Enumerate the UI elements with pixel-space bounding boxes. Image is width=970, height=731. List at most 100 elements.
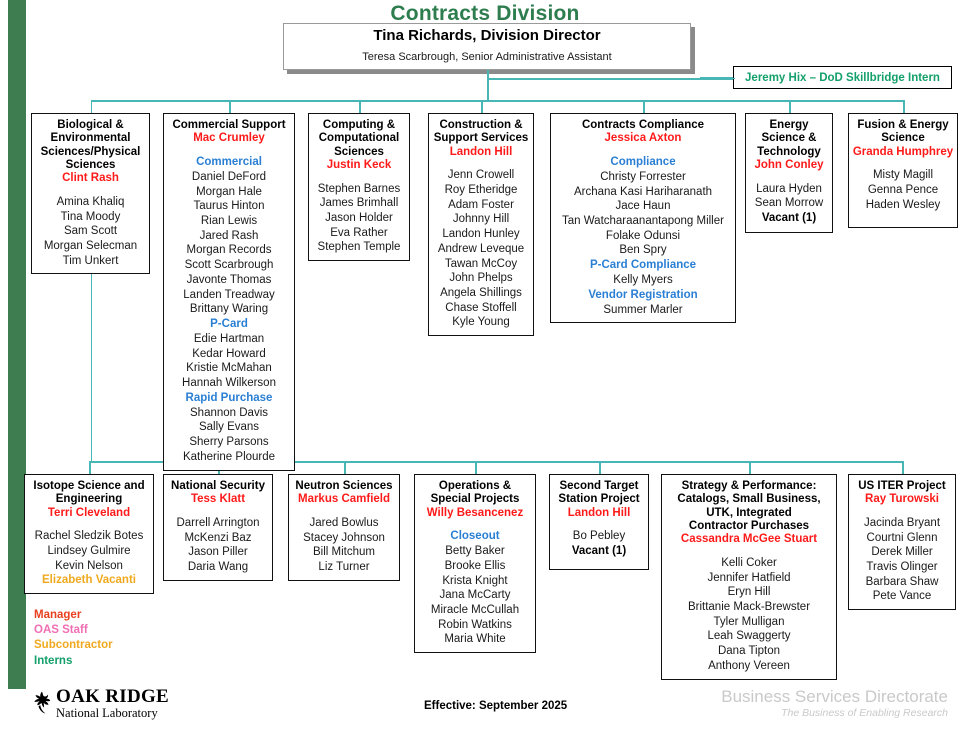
org-unit-person: Tyler Mulligan (713, 615, 785, 628)
org-unit-person: Morgan Hale (196, 185, 262, 198)
org-unit-title: National Security (171, 480, 265, 492)
legend-interns: Interns (34, 654, 73, 667)
org-unit-person: Folake Odunsi (605, 229, 681, 242)
org-unit-person: Courtni Glenn (866, 531, 938, 544)
effective-date: Effective: September 2025 (424, 700, 568, 712)
connector-row1-drop (359, 100, 361, 113)
org-unit-person: Jenn Crowell (447, 169, 515, 182)
org-unit-person: Sally Evans (198, 421, 260, 434)
org-unit-person: James Brimhall (319, 197, 399, 210)
org-unit-person: Kevin Nelson (55, 559, 123, 572)
connector-row1-drop (229, 100, 231, 113)
org-unit-subgroup-heading: P-Card Compliance (589, 259, 697, 272)
org-unit-person: Sean Morrow (754, 197, 824, 210)
org-unit-person: Chase Stoffell (445, 301, 517, 314)
org-unit-person: Summer Marler (603, 303, 683, 316)
director-box: Tina Richards, Division Director Teresa … (283, 23, 691, 70)
org-unit-person: Barbara Shaw (865, 575, 939, 588)
connector-intern-lead (700, 77, 733, 79)
org-unit-box: Strategy & Performance:Catalogs, Small B… (661, 474, 837, 680)
legend-manager: Manager (34, 609, 82, 621)
org-unit-person: Kedar Howard (192, 347, 266, 360)
org-unit-person: Bo Pebley (572, 530, 626, 543)
connector-row2-drop (749, 461, 751, 474)
org-unit-subgroup-heading: Rapid Purchase (185, 391, 273, 404)
connector-row2-drop (475, 461, 477, 474)
connector-director-stem (487, 70, 489, 101)
org-unit-subgroup-heading: Commercial (196, 155, 262, 168)
org-unit-person: Brooke Ellis (444, 559, 506, 572)
org-unit-person: Roy Etheridge (444, 183, 518, 196)
org-unit-person: Adam Foster (448, 198, 514, 211)
org-unit-title: Commercial Support (172, 119, 286, 131)
left-green-accent-bar (8, 0, 26, 689)
org-unit-person: Genna Pence (867, 183, 939, 196)
ornl-logo: OAK RIDGE National Laboratory (30, 687, 169, 720)
connector-row2-drop (344, 461, 346, 474)
org-unit-subgroup-heading: Closeout (450, 530, 500, 543)
connector-row2-drop (89, 461, 91, 474)
connector-row1-bus (90, 100, 903, 102)
org-unit-person: Jace Haun (615, 200, 671, 213)
org-unit-subgroup-heading: P-Card (210, 318, 248, 331)
org-unit-person: Tan Watcharaanantapong Miller (562, 214, 724, 227)
org-unit-manager: Mac Crumley (193, 132, 265, 145)
oak-leaf-icon (34, 691, 51, 714)
director-assistant: Teresa Scarbrough, Senior Administrative… (362, 51, 612, 63)
org-unit-manager: Terri Cleveland (47, 506, 131, 519)
org-unit-person: Hannah Wilkerson (182, 377, 276, 390)
org-unit-manager: Justin Keck (326, 158, 392, 171)
org-unit-manager: John Conley (754, 158, 824, 171)
org-unit-person: Landen Treadway (183, 288, 275, 301)
connector-row1-drop (481, 100, 483, 113)
connector-intern-branch (487, 78, 733, 80)
org-unit-person: Katherine Plourde (182, 450, 276, 463)
org-unit-person: Vacant (1) (571, 544, 627, 557)
connector-row2-drop (599, 461, 601, 474)
legend: Manager OAS Staff Subcontractor Interns (34, 608, 113, 669)
org-unit-person: Jason Holder (325, 211, 393, 224)
org-unit-person: Morgan Selecman (43, 240, 138, 253)
org-unit-title: US ITER Project (858, 480, 946, 492)
org-unit-person: Haden Wesley (865, 198, 941, 211)
org-unit-person: Archana Kasi Hariharanath (573, 185, 713, 198)
intern-label: Jeremy Hix – DoD Skillbridge Intern (745, 71, 940, 84)
org-unit-person: Anthony Vereen (708, 659, 790, 672)
org-unit-person: Laura Hyden (756, 182, 822, 195)
org-unit-person: Rachel Sledzik Botes (34, 530, 144, 543)
page-title: Contracts Division (390, 2, 580, 25)
org-unit-person: Tim Unkert (62, 254, 119, 267)
org-unit-person: Stephen Barnes (317, 182, 401, 195)
org-unit-person: Edie Hartman (193, 332, 265, 345)
legend-subcontractor: Subcontractor (34, 639, 113, 652)
org-unit-person: Morgan Records (186, 244, 272, 257)
org-unit-subgroup-heading: Vendor Registration (588, 288, 698, 301)
org-unit-title: Neutron Sciences (295, 480, 393, 492)
org-unit-person: Darrell Arrington (176, 516, 260, 529)
org-unit-title: Construction &Support Services (433, 119, 529, 145)
org-unit-person: Sherry Parsons (189, 436, 269, 449)
org-unit-person: Ben Spry (619, 244, 667, 257)
org-unit-person: Stephen Temple (317, 241, 401, 254)
connector-row1-drop (789, 100, 791, 113)
